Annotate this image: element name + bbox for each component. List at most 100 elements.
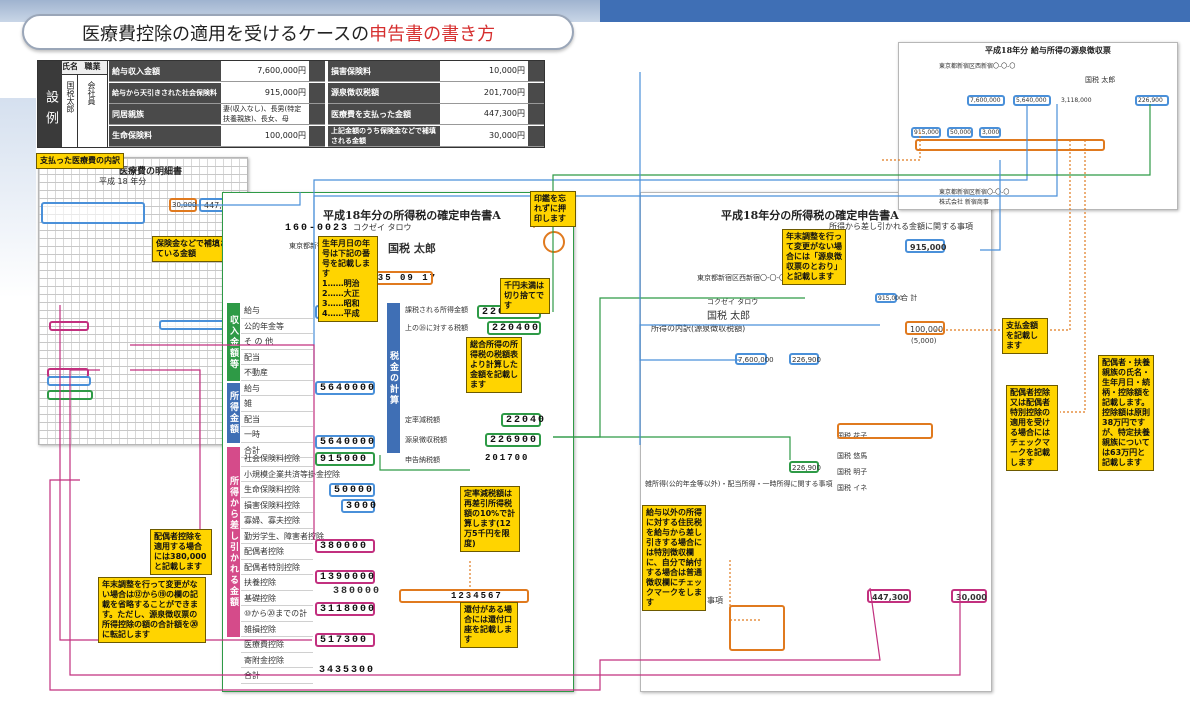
- second-social-box: 915,000: [905, 239, 947, 253]
- total-income-box: 5640000: [315, 435, 375, 449]
- example-row: 同居親族 妻(収入なし)、長男(特定扶養親族)、長女、母: [109, 104, 325, 125]
- slip-payer: 東京都新宿区新宿〇-〇-〇: [939, 189, 1010, 196]
- example-row-key: 源泉徴収税額: [331, 88, 379, 97]
- example-col-job: 職業 会社員: [78, 61, 108, 147]
- tax-row-taxable: 課税される所得金額: [405, 306, 468, 314]
- deduction-row-label: 勤労学生、障害者控除: [241, 529, 324, 544]
- example-row-value: 10,000円: [440, 61, 528, 81]
- nonlife-value: 3000: [346, 501, 379, 512]
- deduction-row-label: 配偶者控除: [241, 544, 313, 560]
- deduction-row-label: 配偶者特別控除: [241, 560, 313, 575]
- callout-stamp: 印鑑を忘れずに押印します: [530, 191, 576, 227]
- resident-tax-check-box: [729, 605, 785, 651]
- income-row-label: 配当: [241, 412, 313, 427]
- example-row-value: 妻(収入なし)、長男(特定扶養親族)、長女、母: [221, 104, 309, 124]
- example-row-key: 給与収入金額: [112, 66, 160, 76]
- income-row-label: 給与: [241, 303, 313, 319]
- tax-row-amount: 上の㉖に対する税額: [405, 324, 468, 332]
- slip-nonlife-value: 3,000: [982, 129, 1000, 136]
- life-premium-box: 100,000: [905, 321, 945, 335]
- medical-pink-box: [49, 321, 89, 331]
- withholding-slip: 平成18年分 給与所得の源泉徴収票 東京都新宿区西新宿〇-〇-〇 国税 太郎 7…: [898, 42, 1178, 210]
- example-row-value: 100,000円: [221, 125, 309, 146]
- side-deduction: 所得から差し引かれる金額: [227, 447, 240, 637]
- slip-life-value: 50,000: [950, 129, 971, 136]
- example-row-value: 447,300円: [440, 104, 528, 124]
- income-rows: 給与公的年金等そ の 他配当不動産給与雑配当一時合計: [241, 303, 313, 458]
- example-row-key: 同居親族: [112, 109, 144, 119]
- deduction-row-label: 扶養控除: [241, 575, 313, 591]
- income-row-label: 不動産: [241, 365, 313, 381]
- social-value: 915000: [320, 454, 369, 465]
- dependent-box: 1390000: [315, 570, 375, 584]
- dependent-1: 国税 悠馬: [837, 452, 868, 460]
- basic-value: 380000: [333, 586, 382, 597]
- account-number: 1234567: [451, 591, 503, 601]
- second-address: 東京都新宿区西新宿〇-〇-〇: [697, 274, 787, 282]
- second-furigana: コクゼイ タロウ: [707, 298, 759, 306]
- fixed-rate-box: 22040: [501, 413, 544, 427]
- second-social-value: 915,000: [910, 243, 947, 252]
- callout-birth: 生年月日の年号は下記の番号を記載します 1……明治 2……大正 3……昭和 4……: [318, 236, 378, 322]
- life-box: 50000: [329, 483, 375, 497]
- slip-tax-value: 226,900: [1138, 97, 1163, 104]
- slip-name: 国税 太郎: [1085, 76, 1116, 84]
- example-row-value: 30,000円: [440, 125, 528, 146]
- tax-amount-value: 220400: [492, 323, 541, 334]
- page-title: 医療費控除の適用を受けるケースの申告書の書き方: [22, 14, 574, 50]
- example-label: 設例: [38, 61, 62, 147]
- callout-bank: 還付がある場合には還付口座を記載します: [460, 602, 518, 648]
- slip-after-box: 5,640,000: [1013, 95, 1051, 106]
- income-row-label: そ の 他: [241, 334, 313, 350]
- second-name: 国税 太郎: [707, 311, 751, 322]
- slip-company: 株式会社 新宿商事: [939, 199, 989, 206]
- title-main: 医療費控除の適用を受けるケースの: [82, 24, 370, 45]
- second-withheld-total-value: 226,900: [792, 464, 821, 472]
- second-total-label: 合 計: [901, 294, 918, 302]
- slip-social-value: 915,000: [914, 129, 939, 136]
- second-form-title: 平成18年分の所得税の確定申告書A: [721, 209, 899, 222]
- slip-social-box: 915,000: [911, 127, 941, 138]
- title-accent: 申告書の書き方: [369, 24, 496, 45]
- income-row-label: 合計: [241, 443, 313, 458]
- deduction-row-label: 社会保険料控除: [241, 451, 313, 467]
- life-value: 50000: [334, 485, 375, 496]
- deduction-row-label: 損害保険料控除: [241, 498, 313, 513]
- slip-title: 平成18年分 給与所得の源泉徴収票: [985, 45, 1111, 55]
- section-misc: 雑所得(公的年金等以外)・配当所得・一時所得に関する事項: [645, 480, 833, 488]
- refund-value: 201700: [485, 453, 530, 463]
- deduction-row-label: 生命保険料控除: [241, 482, 313, 498]
- medical-blue-box-2: [47, 376, 91, 386]
- callout-spouse: 配偶者控除を適用する場合には380,000と記載します: [150, 529, 212, 575]
- slip-tax-box: 226,900: [1135, 95, 1169, 106]
- salary-income-value: 5640000: [320, 383, 377, 394]
- main-tax-form: 平成18年分の所得税の確定申告書A FA 160-0023 東京都新宿区西新宿〇…: [222, 192, 574, 692]
- example-name: 国税太郎: [66, 81, 75, 113]
- deduction-row-label: 医療費控除: [241, 637, 313, 653]
- income-row-label: 給与: [241, 381, 313, 396]
- nonlife-premium-value: (5,000): [911, 337, 937, 345]
- example-row-value: 201,700円: [440, 82, 528, 103]
- life-premium-value: 100,000: [910, 325, 944, 334]
- subtotal-box: 3118000: [315, 602, 375, 616]
- dependent-value: 1390000: [320, 572, 377, 583]
- slip-pay-box: 7,600,000: [967, 95, 1005, 106]
- callout-rounding: 千円未満は切り捨てです: [500, 278, 550, 314]
- second-total-value: 915,000: [878, 295, 903, 302]
- medical-doc-tag: 支払った医療費の内訳: [36, 153, 124, 169]
- income-row-label: 一時: [241, 427, 313, 443]
- side-income: 収入金額等: [227, 303, 240, 381]
- medical-paid-value: 447,300: [872, 593, 909, 602]
- example-row-key: 医療費を支払った金額: [331, 109, 411, 119]
- callout-tax-calc: 総合所得の所得税の税額表より計算した金額を記載します: [466, 337, 522, 393]
- second-reimbursed-value: 30,000: [956, 593, 987, 602]
- main-furigana: コクゼイ タロウ: [353, 223, 412, 232]
- example-col-job-header: 職業: [78, 61, 107, 75]
- slip-life-box: 50,000: [947, 127, 973, 138]
- zip-code: 160-0023: [285, 223, 350, 234]
- main-name: 国税 太郎: [388, 242, 436, 255]
- spouse-check-box: [837, 423, 933, 439]
